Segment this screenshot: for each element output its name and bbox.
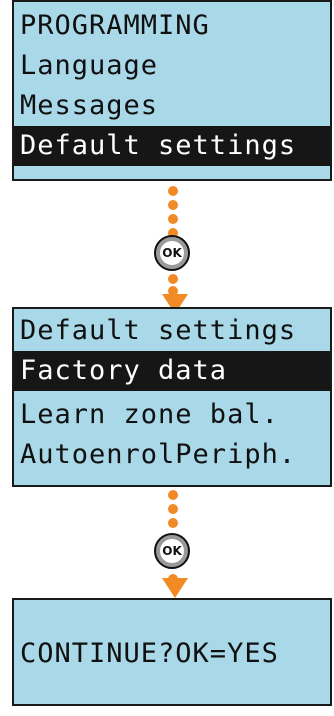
ok-key-icon[interactable]: OK [154,235,190,271]
lcd-screen-default-settings-menu: Default settings Factory data Learn zone… [12,307,332,487]
connector-dot [168,490,178,500]
lcd-screen-confirm: CONTINUE?OK=YES [12,598,332,706]
connector-dot [168,186,178,196]
ok-key-label: OK [160,241,184,265]
menu-line-default-settings: Default settings [20,315,297,346]
menu-line-messages[interactable]: Messages [20,90,159,121]
connector-dot [168,518,178,528]
menu-line-language[interactable]: Language [20,50,159,81]
menu-line-programming: PROGRAMMING [20,10,210,41]
lcd-screen-programming-menu: PROGRAMMING Language Messages Default se… [12,0,332,181]
menu-line-default-settings-selected[interactable]: Default settings [14,126,330,166]
connector-dot [168,214,178,224]
menu-line-factory-data-selected[interactable]: Factory data [14,351,330,391]
connector-dot [168,274,178,284]
connector-dot [168,200,178,210]
ok-key-icon[interactable]: OK [154,533,190,569]
menu-line-autoenrol-periph[interactable]: AutoenrolPeriph. [20,439,297,470]
connector-dot [168,286,178,296]
connector-dot [168,228,178,238]
menu-line-learn-zone-bal[interactable]: Learn zone bal. [20,399,279,430]
connector-dot [168,504,178,514]
ok-key-label: OK [160,539,184,563]
confirm-prompt: CONTINUE?OK=YES [20,638,279,669]
down-arrow-icon [162,578,188,598]
